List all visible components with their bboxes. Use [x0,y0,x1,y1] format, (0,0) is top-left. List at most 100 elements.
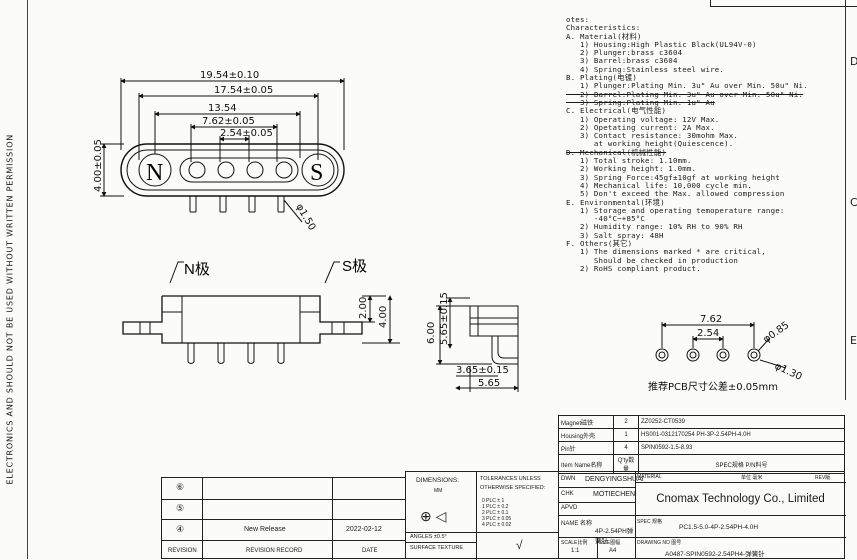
note-line: -40°C~+85°C [566,214,646,224]
tolerance-cell: TOLERANCES UNLESS OTHERWISE SPECIFIED: 0… [476,472,559,533]
dwn-value: DENGYINGSHUAI [585,476,644,483]
dim-19-54: 19.54±0.10 [200,70,259,81]
bom-qty: 4 [613,441,639,455]
tolerance-row: 3 PLC ± 0.05 [482,516,512,522]
name-label: NAME 名称 [561,521,593,527]
dwn-label: DWN [561,476,576,482]
scale-value: 1:1 [571,548,580,554]
note-line: D. Mechanical(机械性能) [566,147,667,157]
bom-row: Pin针 4 SPIN0592-1.5-8.93 [558,441,845,455]
note-line: B. Plating(电镀) [566,73,637,83]
bom-pn: ZZ0252-CT0539 [638,415,845,429]
bom-row: Magnet磁铁 2 ZZ0252-CT0539 [558,415,845,429]
chk-value: MOTIECHEN [593,491,635,498]
characteristics-notes: otes: Characteristics: A. Material(材料) 1… [566,15,836,273]
tolerance-row: 4 PLC ± 0.02 [482,522,512,528]
revision-row: ⑥ [162,478,406,500]
note-line: 1) The dimensions marked * are critical, [566,247,766,257]
revision-divider [332,478,333,560]
edge-letter-e: E [850,334,857,347]
side-view [122,261,400,364]
dim-13-54: 13.54 [208,103,237,114]
pcb-layout [655,322,787,369]
s-letter: S [310,160,323,186]
spec-row: SPEC 规格 PC1.5-5.0-4P-2.54PH-4.0H [635,515,846,538]
tolerance-block: DIMENSIONS: MM ⊕ ◁ TOLERANCES UNLESS OTH… [405,471,559,560]
spec-value: PC1.5-5.0-4P-2.54PH-4.0H [679,524,759,531]
frame-left-line [27,0,28,559]
note-line: 4) Spring:Stainless steel wire. [566,64,725,74]
note-line: 1) Total stroke: 1.10mm. [566,156,692,166]
dim-5-65: 5.65 [478,378,500,389]
bom-header: Item Name名称 Q'ty数量 SPEC规格 P/N料号 [558,454,845,474]
company-name: Cnomax Technology Co., Limited [635,482,846,516]
bom-table: Magnet磁铁 2 ZZ0252-CT0539 Housing外壳 1 HS0… [558,415,845,474]
revision-row: ⑤ [162,499,406,520]
bom-pn-header: SPEC规格 P/N料号 [638,454,845,474]
note-line: 4) Mechanical life: 10,000 cycle min. [566,180,752,190]
pcb-tolerance-note: 推荐PCB尺寸公差±0.05mm [648,380,778,393]
tolerance-list: 0 PLC ± 1 1 PLC ± 0.2 2 PLC ± 0.1 3 PLC … [482,498,511,528]
edge-letter-c: C [850,196,857,209]
angles-cell: ANGLES ±0.5° [406,532,477,543]
name-row: NAME 名称 4P-2.54PH弹簧针 [559,515,635,545]
frame-right-line [845,0,846,400]
dwn-row: DWN DENGYINGSHUAI [559,472,644,488]
dim-phi-1-50: φ1.50 [293,202,317,233]
note-line: 2) Plunger:brass c3604 [566,48,683,58]
note-line: E. Environmental(环境) [566,197,665,207]
dim-2-00: 2.00 [358,297,369,319]
s-pole-label: S极 [342,258,367,275]
dimensions-label: DIMENSIONS: [416,477,459,484]
revision-header-record: REVISION RECORD [246,548,303,554]
note-line: 2) Barrel:Plating Min. 3u" Au over Min. … [566,89,804,99]
top-corner-box [710,0,857,7]
revision-block: ⑥ ⑤ ④ New Release 2022-02-12 REVISION RE… [161,477,406,560]
edge-letter-d: D [850,55,857,68]
bom-row: Housing外壳 1 HS001-0312170254 PH-3P-2.54P… [558,428,845,442]
dim-3-65: 3.65±0.15 [456,365,509,376]
tolerance-row: 2 PLC ± 0.1 [482,510,509,516]
revision-mark: ④ [176,524,185,534]
angles-label: ANGLES ±0.5° [410,534,447,540]
note-line: 3) Spring Force:45gf±10gf at working hei… [566,172,780,182]
note-line: 1) Operating voltage: 12V Max. [566,114,720,124]
note-line: 2) RoHS compliant product. [566,263,701,273]
bom-name: Housing外壳 [558,428,614,442]
drawing-value: A0487-SPIN0592-2.54PH4-弹簧针 [665,551,765,558]
note-line: 3) Spring:Plating Min. 1u" Au [566,97,715,107]
revision-header-date: DATE [362,548,378,554]
apvd-label: APVD [561,505,578,511]
dimensions-cell: DIMENSIONS: MM ⊕ ◁ [406,472,477,533]
chk-row: CHK MOTIECHEN [559,487,635,503]
surface-symbol-cell: √ [476,532,559,560]
note-line: 2) Working height: 1.0mm. [566,164,697,174]
signoff-column: DWN DENGYINGSHUAI CHK MOTIECHEN APVD NAM… [559,472,644,559]
bom-pn: HS001-0312170254 PH-3P-2.54PH-4.0H [638,428,845,442]
note-line: 1) Storage and operating temoperature ra… [566,205,785,215]
spec-label: SPEC 规格 [637,519,663,525]
pcb-dim-phi-0-85: φ0.85 [761,320,791,346]
drawing-label: DRAWING NO 图号 [637,540,682,546]
note-line: Characteristics: [566,23,641,33]
size-label: SIZE图幅 [599,540,621,546]
bom-qty: 2 [613,415,639,429]
dim-2-54: 2.54±0.05 [220,128,273,139]
note-line: C. Electrical(电气性能) [566,106,667,116]
pcb-dim-phi-1-30: φ1.30 [773,361,804,383]
note-line: Should be checked in production [566,255,739,265]
tolerance-title: TOLERANCES UNLESS OTHERWISE SPECIFIED: [480,476,546,491]
scale-cell: SCALE比例 1:1 [559,537,598,559]
note-line: 2) Humidity range: 10% RH to 90% RH [566,222,743,232]
note-line: 1) Housing:High Plastic Black(UL94V-0) [566,39,757,49]
n-letter: N [146,160,163,186]
dim-4-00: 4.00±0.05 [93,139,104,192]
size-value: A4 [609,548,617,554]
bom-name: Pin针 [558,441,614,455]
bom-pn: SPIN0592-1.5-8.93 [638,441,845,455]
revision-row: ④ New Release 2022-02-12 [162,519,406,541]
note-line: at working height(Quiescence). [566,139,734,149]
note-line: otes: [566,15,590,24]
title-block: DWN DENGYINGSHUAI CHK MOTIECHEN APVD NAM… [558,471,846,559]
